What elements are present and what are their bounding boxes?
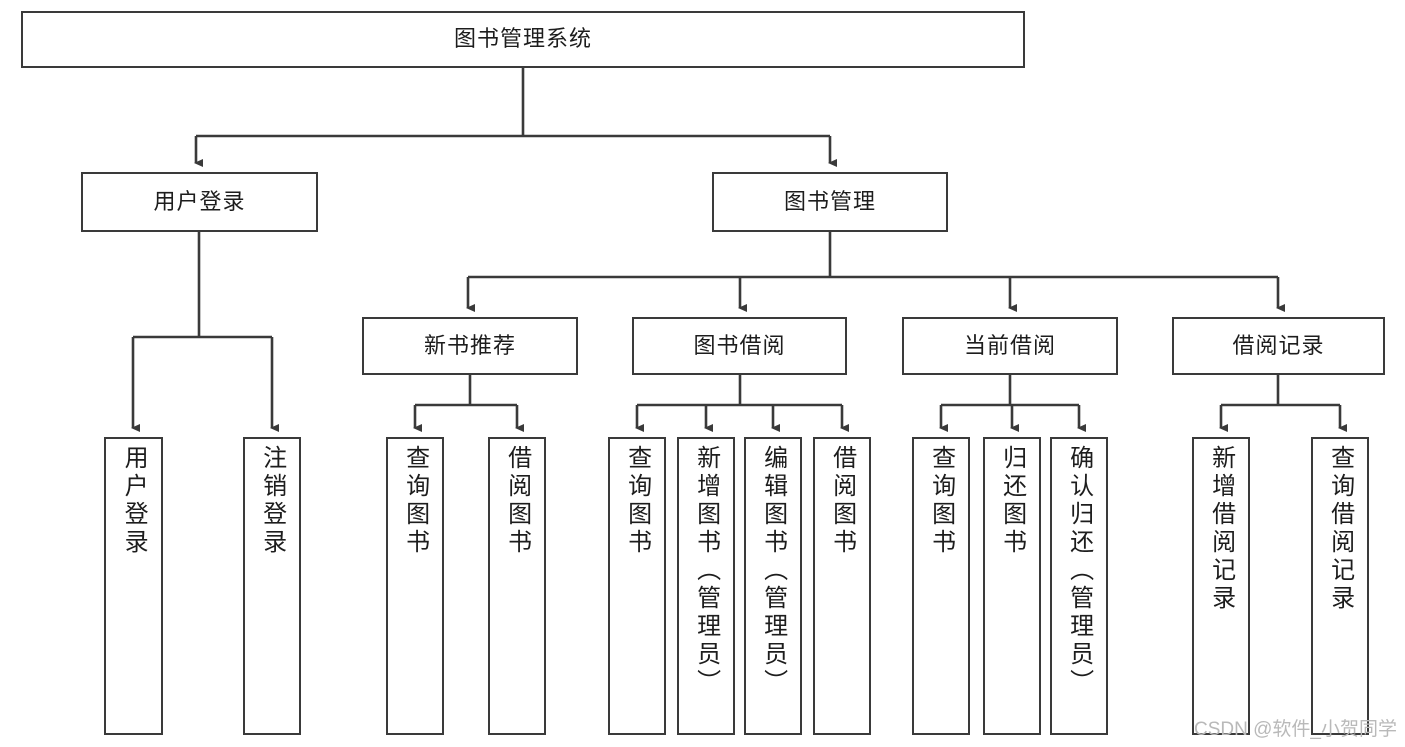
node-level3-current-borrow[interactable]: 当前借阅 [902,317,1118,375]
leaf-node[interactable]: 查询图书 [608,437,666,735]
node-level3-book-borrow[interactable]: 图书借阅 [632,317,847,375]
leaf-label: 注销登录 [258,445,286,557]
leaf-node[interactable]: 查询借阅记录 [1311,437,1369,735]
leaf-node[interactable]: 编辑图书（管理员） [744,437,802,735]
leaf-node[interactable]: 确认归还（管理员） [1050,437,1108,735]
leaf-node[interactable]: 查询图书 [912,437,970,735]
node-level3-new-book-recommend[interactable]: 新书推荐 [362,317,578,375]
leaf-label: 用户登录 [120,445,148,557]
leaf-label: 查询图书 [927,445,955,557]
leaf-node[interactable]: 归还图书 [983,437,1041,735]
leaf-node[interactable]: 新增借阅记录 [1192,437,1250,735]
leaf-node[interactable]: 用户登录 [104,437,163,735]
watermark-text: CSDN @软件_小贺同学 [1194,719,1397,740]
leaf-label: 归还图书 [998,445,1026,557]
leaf-label: 确认归还（管理员） [1065,445,1093,697]
node-label: 当前借阅 [963,332,1056,358]
leaf-node[interactable]: 查询图书 [386,437,444,735]
node-root[interactable]: 图书管理系统 [21,11,1025,68]
node-level2-book-management[interactable]: 图书管理 [712,172,948,232]
node-level2-user-login[interactable]: 用户登录 [81,172,318,232]
leaf-label: 新增借阅记录 [1207,445,1235,613]
leaf-label: 查询图书 [623,445,651,557]
leaf-node[interactable]: 注销登录 [243,437,301,735]
node-label: 图书管理 [783,188,876,214]
leaf-label: 借阅图书 [503,445,531,557]
leaf-label: 编辑图书（管理员） [759,445,787,697]
node-level3-borrow-record[interactable]: 借阅记录 [1172,317,1385,375]
leaf-node[interactable]: 借阅图书 [813,437,871,735]
node-label: 图书管理系统 [453,26,592,52]
node-label: 用户登录 [153,188,246,214]
leaf-label: 查询图书 [401,445,429,557]
leaf-label: 新增图书（管理员） [692,445,720,697]
leaf-label: 借阅图书 [828,445,856,557]
node-label: 借阅记录 [1232,332,1325,358]
node-label: 图书借阅 [693,332,786,358]
leaf-node[interactable]: 借阅图书 [488,437,546,735]
leaf-label: 查询借阅记录 [1326,445,1354,613]
node-label: 新书推荐 [423,332,516,358]
leaf-node[interactable]: 新增图书（管理员） [677,437,735,735]
